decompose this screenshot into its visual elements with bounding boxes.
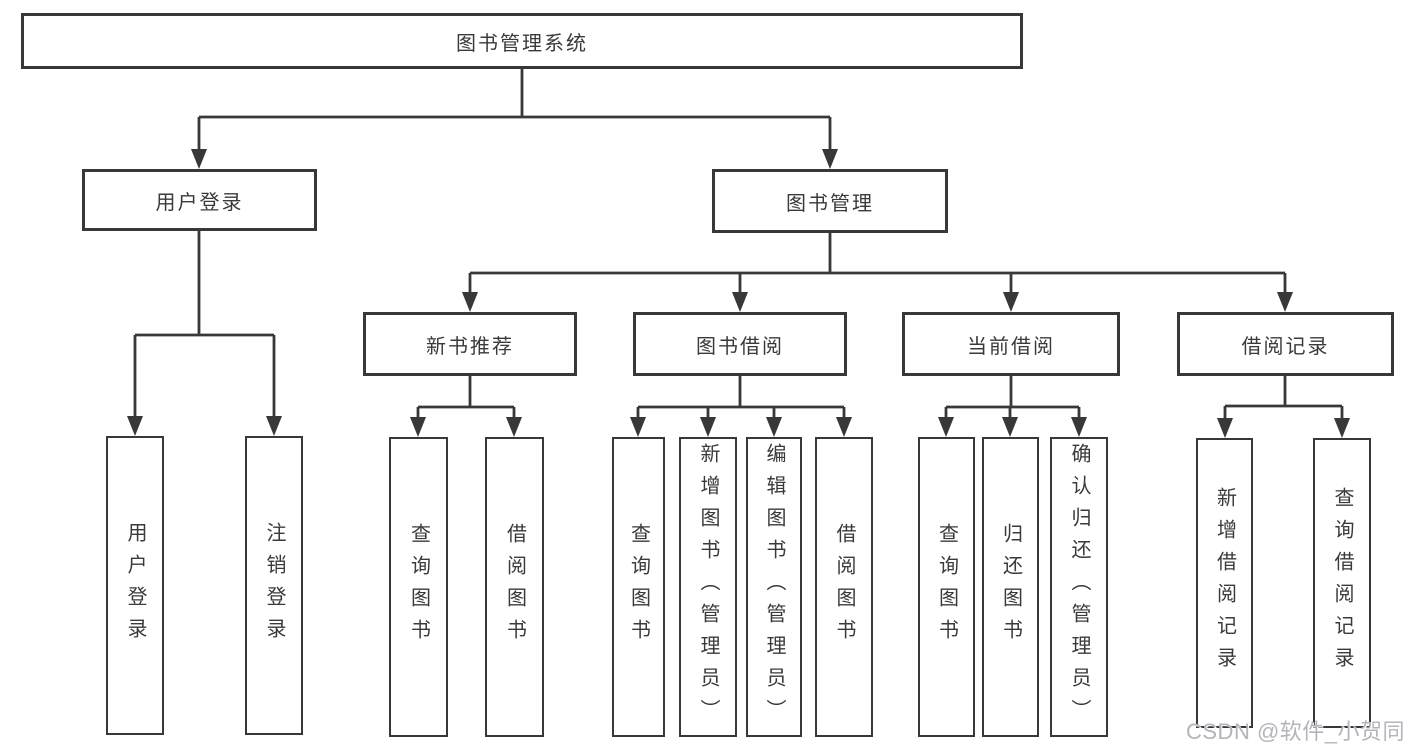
node-root: 图书管理系统	[21, 13, 1023, 69]
leaf-current-query: 查询图书	[918, 437, 975, 737]
node-new-books-label: 新书推荐	[426, 335, 514, 358]
leaf-logout-label: 注销登录	[263, 521, 285, 650]
node-book-mgmt: 图书管理	[712, 169, 948, 233]
edge-borrow-records-branch	[1217, 376, 1350, 438]
edge-book-borrow-branch	[630, 376, 852, 437]
edge-new-books-branch	[410, 376, 522, 437]
leaf-borrow-borrow: 借阅图书	[815, 437, 873, 737]
leaf-newbooks-query-label: 查询图书	[407, 523, 430, 651]
leaf-borrow-add-admin: 新增图书（管理员）	[679, 437, 737, 737]
leaf-user-login: 用户登录	[106, 436, 164, 735]
leaf-records-query-label: 查询借阅记录	[1331, 487, 1353, 679]
leaf-current-confirm-admin: 确认归还（管理员）	[1050, 437, 1108, 737]
leaf-borrow-query-label: 查询图书	[627, 523, 650, 651]
edge-current-borrow-branch	[938, 376, 1087, 437]
node-user-login: 用户登录	[82, 169, 317, 231]
leaf-borrow-edit-admin-label: 编辑图书（管理员）	[763, 443, 785, 731]
node-borrow-records-label: 借阅记录	[1241, 335, 1330, 358]
leaf-logout: 注销登录	[245, 436, 303, 735]
leaf-borrow-query: 查询图书	[612, 437, 665, 737]
node-book-borrow-label: 图书借阅	[696, 335, 784, 358]
leaf-newbooks-borrow-label: 借阅图书	[503, 523, 526, 651]
leaf-records-add: 新增借阅记录	[1196, 438, 1253, 728]
leaf-records-query: 查询借阅记录	[1313, 438, 1371, 728]
leaf-current-query-label: 查询图书	[935, 523, 958, 651]
edge-user-login-branch	[127, 230, 282, 436]
node-new-books: 新书推荐	[363, 312, 577, 376]
leaf-newbooks-borrow: 借阅图书	[485, 437, 544, 737]
node-borrow-records: 借阅记录	[1177, 312, 1394, 376]
node-book-borrow: 图书借阅	[633, 312, 847, 376]
leaf-borrow-add-admin-label: 新增图书（管理员）	[697, 443, 719, 731]
node-root-label: 图书管理系统	[456, 32, 588, 55]
node-current-borrow-label: 当前借阅	[967, 335, 1055, 358]
leaf-newbooks-query: 查询图书	[389, 437, 448, 737]
leaf-records-add-label: 新增借阅记录	[1213, 487, 1236, 679]
node-book-mgmt-label: 图书管理	[786, 192, 874, 215]
leaf-user-login-label: 用户登录	[124, 521, 146, 650]
leaf-borrow-borrow-label: 借阅图书	[833, 523, 855, 651]
node-current-borrow: 当前借阅	[902, 312, 1120, 376]
edge-root-branch	[191, 69, 838, 169]
leaf-current-confirm-admin-label: 确认归还（管理员）	[1068, 443, 1090, 731]
leaf-borrow-edit-admin: 编辑图书（管理员）	[746, 437, 802, 737]
node-user-login-label: 用户登录	[155, 191, 244, 214]
csdn-watermark: CSDN @软件_小贺同学	[1186, 719, 1405, 744]
leaf-current-return: 归还图书	[982, 437, 1039, 737]
leaf-current-return-label: 归还图书	[999, 523, 1022, 651]
edge-book-mgmt-branch	[462, 232, 1293, 312]
